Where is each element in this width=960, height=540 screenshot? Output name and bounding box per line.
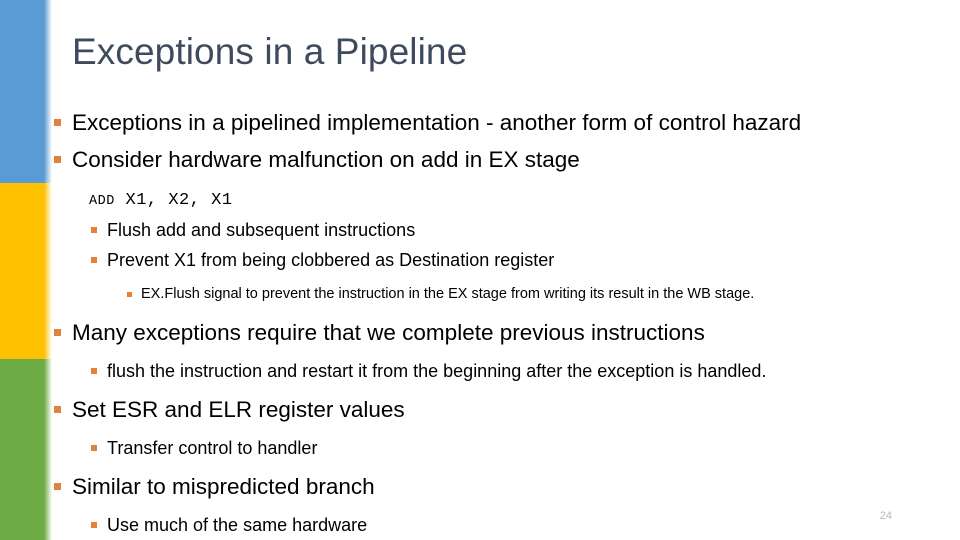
bullet-text: Similar to mispredicted branch: [72, 474, 375, 499]
bullet-level3: EX.Flush signal to prevent the instructi…: [125, 282, 942, 305]
bullet-text: Flush add and subsequent instructions: [107, 220, 416, 240]
bullet-square-icon: [91, 522, 97, 528]
bullet-level1: Many exceptions require that we complete…: [52, 314, 942, 351]
bullet-square-icon: [54, 406, 61, 413]
bullet-level2: Use much of the same hardware: [89, 510, 942, 540]
bullet-text: Transfer control to handler: [107, 438, 318, 458]
bullet-text: flush the instruction and restart it fro…: [107, 361, 767, 381]
bullet-square-icon: [54, 156, 61, 163]
green-band: [0, 359, 52, 540]
bullet-level1: Set ESR and ELR register values: [52, 391, 942, 428]
bullet-square-icon: [91, 445, 97, 451]
yellow-band: [0, 183, 52, 359]
bullet-level1: Similar to mispredicted branch: [52, 468, 942, 505]
bullet-square-icon: [127, 292, 132, 297]
spacer: [52, 275, 942, 282]
bullet-square-icon: [54, 483, 61, 490]
code-opcode: ADD: [89, 194, 115, 209]
bullet-square-icon: [91, 227, 97, 233]
bullet-level2: Prevent X1 from being clobbered as Desti…: [89, 245, 942, 275]
bullet-text: Use much of the same hardware: [107, 515, 368, 535]
page-number: 24: [879, 510, 892, 522]
bullet-level2: Transfer control to handler: [89, 433, 942, 463]
bullet-square-icon: [91, 257, 97, 263]
bullet-text: Set ESR and ELR register values: [72, 397, 405, 422]
slide-title: Exceptions in a Pipeline: [72, 31, 468, 72]
bullet-level1: Consider hardware malfunction on add in …: [52, 141, 942, 178]
bullet-square-icon: [91, 368, 97, 374]
code-instruction-line: ADD X1, X2, X1: [89, 187, 942, 215]
slide-body: Exceptions in a pipelined implementation…: [52, 104, 942, 540]
bullet-level2: flush the instruction and restart it fro…: [89, 356, 942, 386]
bullet-text: Consider hardware malfunction on add in …: [72, 147, 580, 172]
bullet-text: Prevent X1 from being clobbered as Desti…: [107, 250, 555, 270]
bullet-text: Exceptions in a pipelined implementation…: [72, 110, 802, 135]
bullet-level1: Exceptions in a pipelined implementation…: [52, 104, 942, 141]
bullet-text: EX.Flush signal to prevent the instructi…: [141, 286, 755, 302]
code-operands: X1, X2, X1: [114, 191, 233, 210]
bullet-text: Many exceptions require that we complete…: [72, 320, 705, 345]
spacer: [52, 178, 942, 187]
bullet-square-icon: [54, 329, 61, 336]
side-color-bands: [0, 0, 52, 540]
blue-band: [0, 0, 52, 183]
bullet-square-icon: [54, 119, 61, 126]
spacer: [52, 305, 942, 314]
bullet-level2: Flush add and subsequent instructions: [89, 215, 942, 245]
